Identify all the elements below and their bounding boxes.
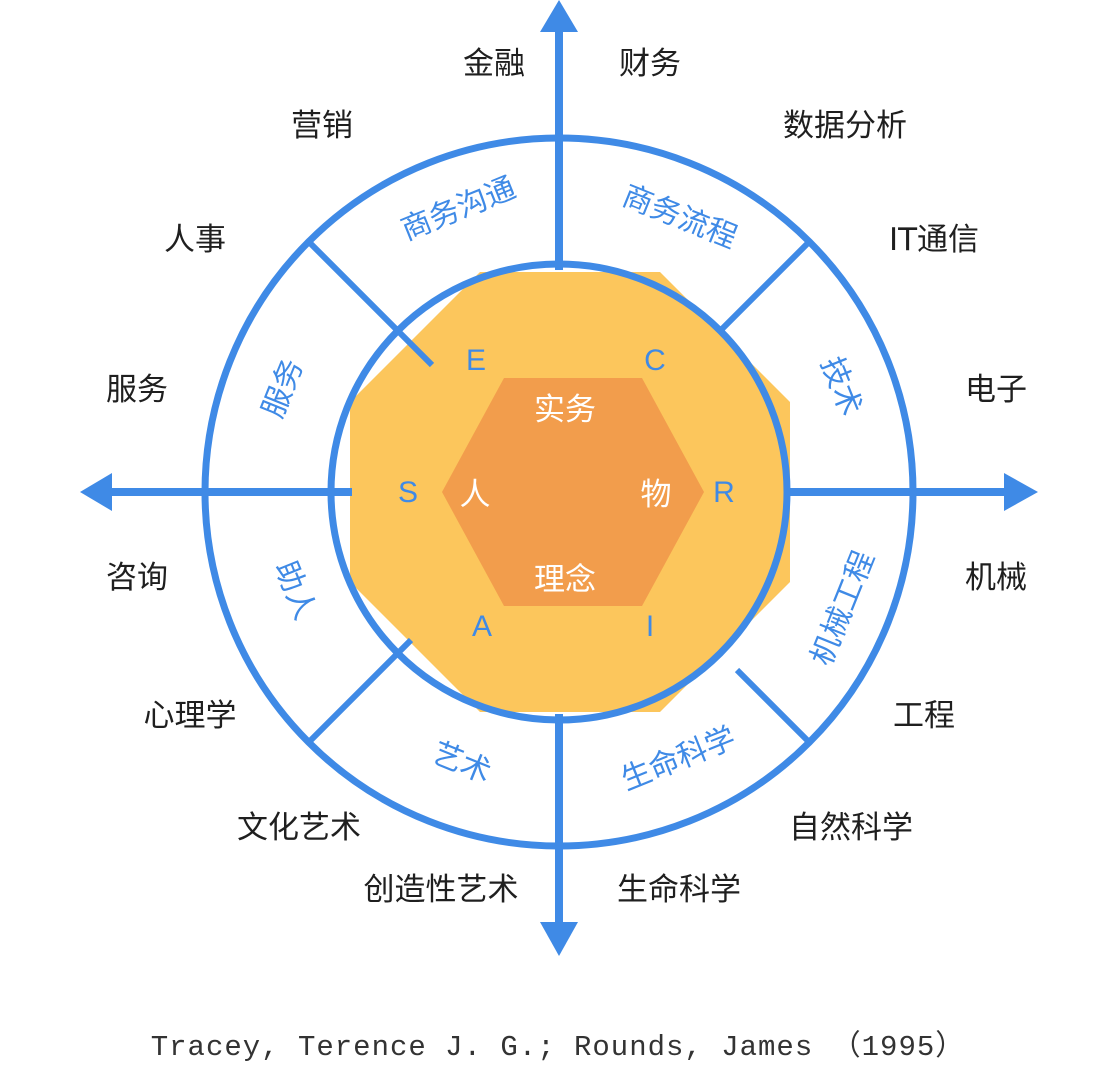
riasec-letter-i: I xyxy=(646,610,654,643)
field-accounting: 财务 xyxy=(619,46,681,82)
hexagon-core xyxy=(442,378,704,606)
field-machinery: 机械 xyxy=(965,560,1027,596)
sector-label-art: 艺术 xyxy=(427,736,496,791)
arrow-down-icon xyxy=(540,922,578,956)
hex-label-ideas: 理念 xyxy=(534,562,596,598)
field-finance: 金融 xyxy=(463,46,525,82)
divider-nw xyxy=(306,239,435,368)
sector-dividers xyxy=(306,239,812,745)
outer-ring xyxy=(201,134,917,850)
field-electronics: 电子 xyxy=(965,372,1027,408)
riasec-letter-r: R xyxy=(713,476,735,509)
arrow-left-icon xyxy=(80,473,112,511)
riasec-letter-c: C xyxy=(644,344,666,377)
field-natural-science: 自然科学 xyxy=(789,810,913,846)
field-engineering: 工程 xyxy=(893,698,955,734)
field-marketing: 营销 xyxy=(291,108,353,144)
field-consulting: 咨询 xyxy=(106,560,168,596)
sector-label-technology: 技术 xyxy=(813,352,868,421)
field-human-resources: 人事 xyxy=(164,222,226,258)
citation: Tracey, Terence J. G.; Rounds, James （19… xyxy=(150,1031,966,1064)
divider-se xyxy=(734,667,812,745)
field-data-analysis: 数据分析 xyxy=(783,108,907,144)
field-creative-arts: 创造性艺术 xyxy=(364,872,519,908)
sector-label-mechanical-engineering: 机械工程 xyxy=(804,546,881,670)
sector-label-helping: 助人 xyxy=(267,556,322,625)
field-service: 服务 xyxy=(106,372,168,408)
arrow-right-icon xyxy=(1004,473,1038,511)
divider-ne xyxy=(715,239,812,336)
riasec-letter-a: A xyxy=(472,610,492,643)
hex-label-data: 实务 xyxy=(534,392,596,428)
divider-sw xyxy=(306,637,414,745)
sector-label-business-communication: 商务沟通 xyxy=(396,170,520,247)
hex-label-people: 人 xyxy=(460,477,491,513)
sector-label-service: 服务 xyxy=(256,354,311,423)
riasec-letter-e: E xyxy=(466,344,486,377)
field-cultural-arts: 文化艺术 xyxy=(237,810,361,846)
arrow-up-icon xyxy=(540,0,578,32)
inner-ring xyxy=(327,260,791,724)
field-life-science: 生命科学 xyxy=(617,872,741,908)
field-psychology: 心理学 xyxy=(144,698,237,734)
riasec-letter-s: S xyxy=(398,476,418,509)
axes xyxy=(110,32,1006,924)
field-it-telecom: IT通信 xyxy=(889,222,979,258)
sector-label-business-process: 商务流程 xyxy=(617,178,741,255)
sector-label-life-science: 生命科学 xyxy=(616,720,740,797)
hex-label-things: 物 xyxy=(641,477,672,513)
